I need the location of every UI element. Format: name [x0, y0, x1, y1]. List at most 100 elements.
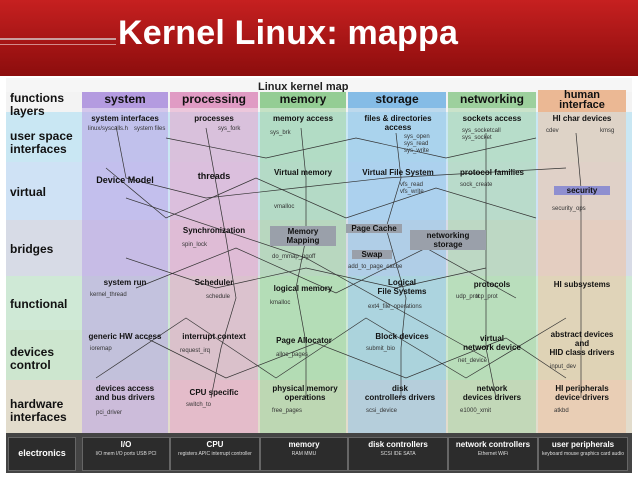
box-vfs: Virtual File System: [362, 168, 434, 177]
column-header-system: system: [82, 92, 168, 108]
box-networking-storage: networking storage: [410, 230, 486, 250]
fn-label: free_pages: [272, 408, 303, 414]
linux-kernel-map: Linux kernel map system processing memor…: [6, 78, 632, 473]
box-protocol-families: protocol families: [459, 168, 524, 177]
box-memory-access: memory access: [272, 114, 334, 123]
fn-label: vmalloc: [274, 204, 295, 210]
col-tint-processing: [170, 92, 258, 437]
electronics-disk-label: disk controllers: [368, 440, 428, 449]
electronics-cpu-sub: registers APIC interrupt controller: [178, 451, 252, 457]
row-label-bridges: bridges: [10, 242, 54, 256]
fn-label: net_device: [458, 358, 488, 364]
fn-label: sys_socket: [462, 135, 492, 141]
electronics-cpu-label: CPU: [206, 440, 224, 449]
electronics-network-label: network controllers: [455, 440, 531, 449]
box-abstract-devices: abstract devices and HID class drivers: [549, 330, 615, 357]
box-device-model: Device Model: [96, 175, 154, 185]
box-disk-controllers-drivers: disk controllers drivers: [364, 384, 436, 402]
fn-label: tcp_prot: [476, 294, 498, 300]
electronics-cpu: CPU registers APIC interrupt controller: [170, 437, 260, 471]
box-network-devices-drivers: network devices drivers: [462, 384, 522, 402]
fn-label: sys_write: [404, 148, 430, 154]
box-physical-memory-operations: physical memory operations: [272, 384, 338, 402]
box-system-run: system run: [103, 278, 147, 287]
slide-title: Kernel Linux: mappa: [118, 14, 459, 52]
electronics-disk-sub: SCSI IDE SATA: [380, 451, 416, 457]
electronics-label: electronics: [8, 437, 76, 471]
box-scheduler: Scheduler: [194, 278, 234, 287]
electronics-io: I/O I/O mem I/O ports USB PCI: [82, 437, 170, 471]
box-hi-peripherals-drivers: HI peripherals device drivers: [555, 384, 609, 402]
box-threads: threads: [197, 171, 231, 181]
box-swap: Swap: [352, 250, 392, 259]
box-logical-memory: logical memory: [273, 284, 333, 293]
fn-label: ioremap: [90, 346, 112, 352]
electronics-memory-sub: RAM MMU: [291, 451, 317, 457]
row-label-functional: functional: [10, 297, 68, 311]
fn-label: ext4_file_operations: [368, 304, 422, 310]
fn-label: sock_create: [460, 182, 493, 188]
fn-label: security_ops: [552, 206, 586, 212]
fn-label: vfs_write: [400, 189, 424, 195]
box-sockets-access: sockets access: [462, 114, 522, 123]
box-devices-access-bus-drivers: devices access and bus drivers: [95, 384, 155, 402]
row-label-user-space: user space interfaces: [10, 129, 73, 156]
box-security: security: [554, 186, 610, 195]
fn-label: scsi_device: [366, 408, 398, 414]
column-header-storage: storage: [348, 92, 446, 108]
column-header-networking: networking: [448, 92, 536, 108]
electronics-memory-label: memory: [288, 440, 320, 449]
fn-label: spin_lock: [182, 242, 208, 248]
fn-label: pci_driver: [96, 410, 123, 416]
fn-label: add_to_page_cache: [348, 264, 403, 270]
electronics-peripherals-label: user peripherals: [551, 440, 615, 449]
fn-label: udp_prot: [456, 294, 480, 300]
fn-label: sys_brk: [270, 130, 291, 136]
box-files-directories: files & directories access: [364, 114, 432, 132]
fn-label: sys_read: [404, 141, 429, 147]
box-protocols: protocols: [473, 280, 511, 289]
fn-label: sys_socketcall: [462, 128, 501, 134]
fn-label: submit_bio: [366, 346, 396, 352]
column-header-processing: processing: [170, 92, 258, 108]
box-logical-file-systems: Logical File Systems: [377, 278, 427, 296]
fn-label: sys_open: [404, 134, 430, 140]
title-decor-line: [0, 44, 116, 45]
electronics-row: electronics I/O I/O mem I/O ports USB PC…: [6, 433, 632, 473]
fn-label: linux/syscalls.h: [88, 126, 129, 132]
box-memory-mapping: Memory Mapping: [270, 226, 336, 246]
box-interrupt-context: interrupt context: [182, 332, 246, 341]
electronics-text: electronics: [18, 448, 66, 458]
electronics-io-label: I/O: [120, 440, 132, 449]
box-page-cache: Page Cache: [346, 224, 402, 233]
fn-label: system files: [134, 126, 166, 132]
fn-label: kmalloc: [270, 300, 291, 306]
box-cpu-specific: CPU specific: [189, 388, 239, 397]
box-virtual-memory: Virtual memory: [273, 168, 333, 177]
box-hi-char-devices: HI char devices: [552, 114, 612, 123]
box-page-allocator: Page Allocator: [276, 336, 332, 345]
electronics-memory: memory RAM MMU: [260, 437, 348, 471]
box-system-interfaces: system interfaces: [91, 114, 159, 123]
fn-label: kmsg: [600, 128, 615, 134]
fn-label: vfs_read: [400, 182, 424, 188]
map-title: Linux kernel map: [258, 81, 349, 93]
fn-label: sys_fork: [218, 126, 241, 132]
row-label-virtual: virtual: [10, 185, 47, 199]
fn-label: cdev: [546, 128, 559, 134]
electronics-network-sub: Ethernet WiFi: [477, 451, 509, 457]
fn-label: do_mmap_pgoff: [272, 254, 316, 260]
box-hi-subsystems: HI subsystems: [553, 280, 611, 289]
title-decor-line: [0, 38, 116, 40]
column-header-human-interface: human interface: [538, 90, 626, 112]
fn-label: kernel_thread: [90, 292, 127, 298]
row-label-functions: functions layers: [10, 91, 64, 118]
electronics-user-peripherals: user peripherals keyboard mouse graphics…: [538, 437, 628, 471]
box-processes: processes: [194, 114, 234, 123]
fn-label: atkbd: [554, 408, 569, 414]
fn-label: input_dev: [550, 364, 577, 370]
fn-label: request_irq: [180, 348, 211, 354]
row-label-devices-control: devices control: [10, 345, 55, 372]
box-synchronization: Synchronization: [182, 226, 246, 235]
fn-label: switch_to: [186, 402, 212, 408]
